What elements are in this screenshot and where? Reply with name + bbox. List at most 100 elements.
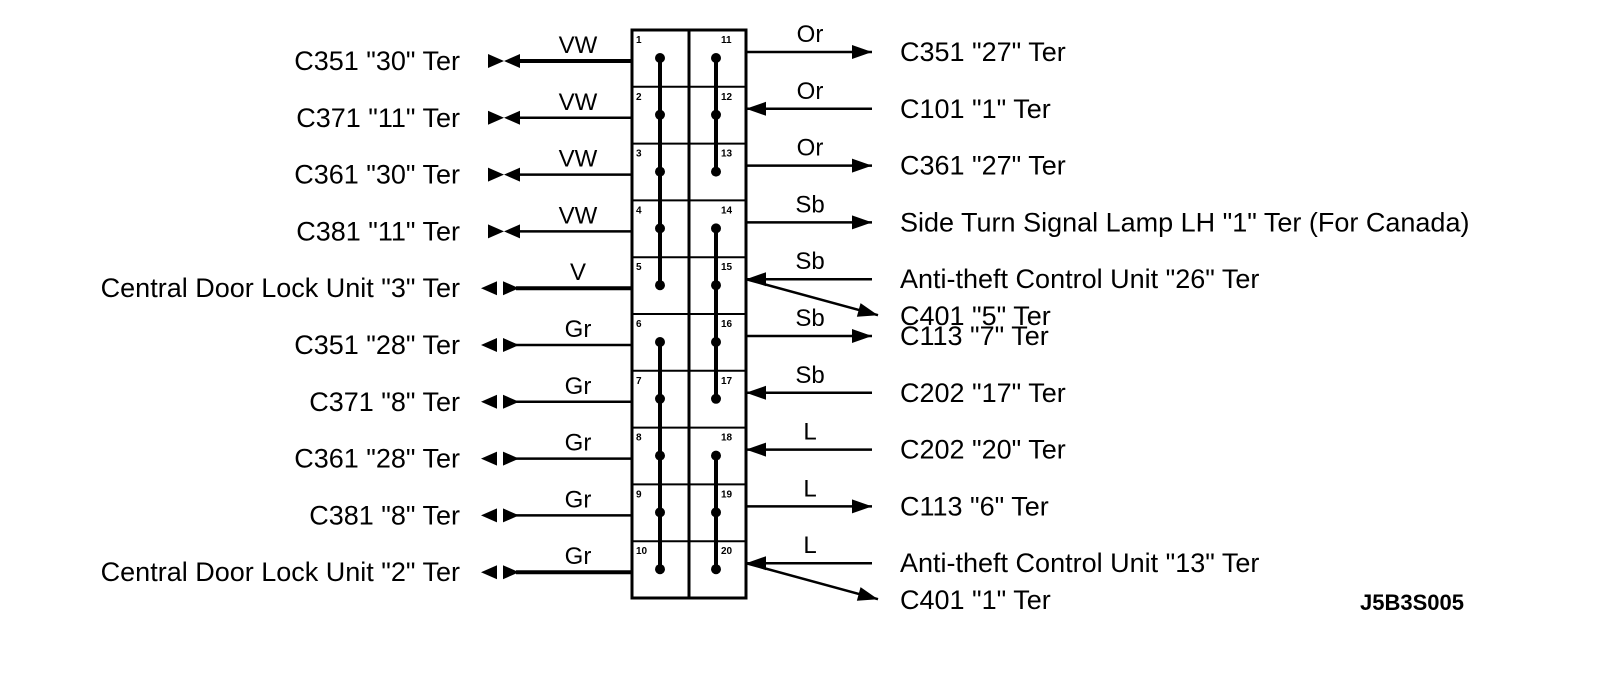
- arrow-in-icon: [504, 54, 520, 68]
- terminal-label: C361 "28" Ter: [294, 444, 460, 474]
- wire-color-label: Gr: [565, 486, 592, 513]
- wire-color-label: Gr: [565, 373, 592, 400]
- pin-5-dot: [655, 280, 665, 291]
- wire-color-label: Or: [797, 78, 824, 105]
- pin-17-dot: [711, 393, 721, 404]
- arrow-out-icon: [481, 565, 497, 580]
- arrow-out-icon: [852, 215, 872, 230]
- terminal-label: C351 "30" Ter: [294, 46, 460, 76]
- arrow-out-icon: [852, 499, 872, 514]
- arrow-in-icon: [503, 451, 519, 466]
- arrow-out-icon: [852, 158, 872, 173]
- pin-number: 17: [721, 376, 733, 387]
- terminal-label: C113 "6" Ter: [900, 491, 1049, 521]
- wire-color-label: Sb: [795, 248, 824, 275]
- terminal-label: C351 "28" Ter: [294, 330, 460, 360]
- terminal-label: C113 "7" Ter: [900, 321, 1049, 351]
- wire-color-label: L: [803, 419, 816, 446]
- arrow-in-icon: [504, 110, 520, 125]
- branch-wire-line: [745, 561, 879, 601]
- arrow-out-icon: [488, 167, 504, 182]
- pin-9-dot: [655, 507, 665, 518]
- pin-12-dot: [711, 109, 721, 120]
- arrow-in-icon: [503, 508, 519, 523]
- pin-14-dot: [711, 223, 721, 234]
- arrow-out-icon: [481, 451, 497, 466]
- arrow-out-icon: [481, 394, 497, 409]
- wire-color-label: Sb: [795, 191, 824, 218]
- pin-8-dot: [655, 450, 665, 461]
- pin-number: 11: [721, 35, 732, 46]
- pin-13-dot: [711, 166, 721, 177]
- terminal-label: C101 "1" Ter: [900, 94, 1051, 124]
- arrow-out-icon: [488, 54, 504, 68]
- pin-3-dot: [655, 166, 665, 177]
- pin-number: 16: [721, 319, 733, 330]
- pin-19-dot: [711, 507, 721, 518]
- wire-color-label: L: [803, 475, 816, 502]
- wire-color-label: Gr: [565, 430, 592, 457]
- branch-terminal-label: C401 "5" Ter: [900, 301, 1051, 331]
- wire-color-label: Gr: [565, 543, 592, 570]
- pin-2-dot: [655, 109, 665, 120]
- arrow-in-icon: [746, 101, 766, 116]
- wire-color-label: VW: [559, 32, 598, 59]
- pin-number: 8: [636, 433, 642, 444]
- pin-4-dot: [655, 223, 665, 234]
- branch-arrow-out-icon: [856, 303, 878, 317]
- terminal-label: Anti-theft Control Unit "26" Ter: [900, 264, 1259, 294]
- pin-number: 9: [636, 489, 642, 500]
- pin-number: 6: [636, 319, 642, 330]
- pin-number: 3: [636, 149, 642, 160]
- arrow-in-icon: [503, 338, 519, 352]
- arrow-out-icon: [852, 45, 872, 59]
- terminal-label: Central Door Lock Unit "3" Ter: [101, 273, 460, 303]
- branch-arrow-out-icon: [856, 587, 878, 601]
- terminal-label: C381 "11" Ter: [296, 216, 460, 246]
- arrow-in-icon: [504, 167, 520, 182]
- pin-number: 7: [636, 376, 642, 387]
- pin-number: 15: [721, 262, 733, 273]
- pin-11-dot: [711, 53, 721, 63]
- terminal-label: C361 "30" Ter: [294, 160, 460, 190]
- pin-number: 10: [636, 546, 648, 557]
- pin-20-dot: [711, 564, 721, 575]
- diagram-code: J5B3S005: [1360, 590, 1464, 615]
- arrow-in-icon: [503, 565, 519, 580]
- arrow-out-icon: [481, 281, 497, 296]
- arrow-in-icon: [746, 385, 766, 400]
- pin-number: 19: [721, 489, 733, 500]
- arrow-out-icon: [488, 224, 504, 239]
- arrow-in-icon: [503, 394, 519, 409]
- pin-16-dot: [711, 337, 721, 347]
- arrow-out-icon: [481, 338, 497, 352]
- pin-number: 12: [721, 92, 733, 103]
- arrow-out-icon: [481, 508, 497, 523]
- arrow-in-icon: [504, 224, 520, 239]
- wire-color-label: VW: [559, 202, 598, 229]
- branch-wire-line: [745, 277, 879, 317]
- wire-color-label: Sb: [795, 362, 824, 389]
- pin-number: 14: [721, 205, 733, 216]
- wire-color-label: L: [803, 532, 816, 559]
- arrow-in-icon: [746, 442, 766, 457]
- pin-number: 2: [636, 92, 642, 103]
- wire-color-label: V: [570, 259, 586, 286]
- terminal-label: C371 "8" Ter: [309, 387, 460, 417]
- pin-15-dot: [711, 280, 721, 291]
- pin-number: 13: [721, 149, 733, 160]
- terminal-label: C361 "27" Ter: [900, 151, 1066, 181]
- pin-7-dot: [655, 393, 665, 404]
- wire-color-label: Gr: [565, 316, 592, 343]
- pin-number: 18: [721, 433, 733, 444]
- pin-6-dot: [655, 337, 665, 347]
- arrow-out-icon: [852, 329, 872, 343]
- arrow-in-icon: [503, 281, 519, 296]
- terminal-label: Anti-theft Control Unit "13" Ter: [900, 548, 1259, 578]
- wire-color-label: Or: [797, 21, 824, 48]
- terminal-label: Side Turn Signal Lamp LH "1" Ter (For Ca…: [900, 207, 1469, 237]
- pin-1-dot: [655, 53, 665, 63]
- pin-number: 5: [636, 262, 642, 273]
- pin-number: 20: [721, 546, 733, 557]
